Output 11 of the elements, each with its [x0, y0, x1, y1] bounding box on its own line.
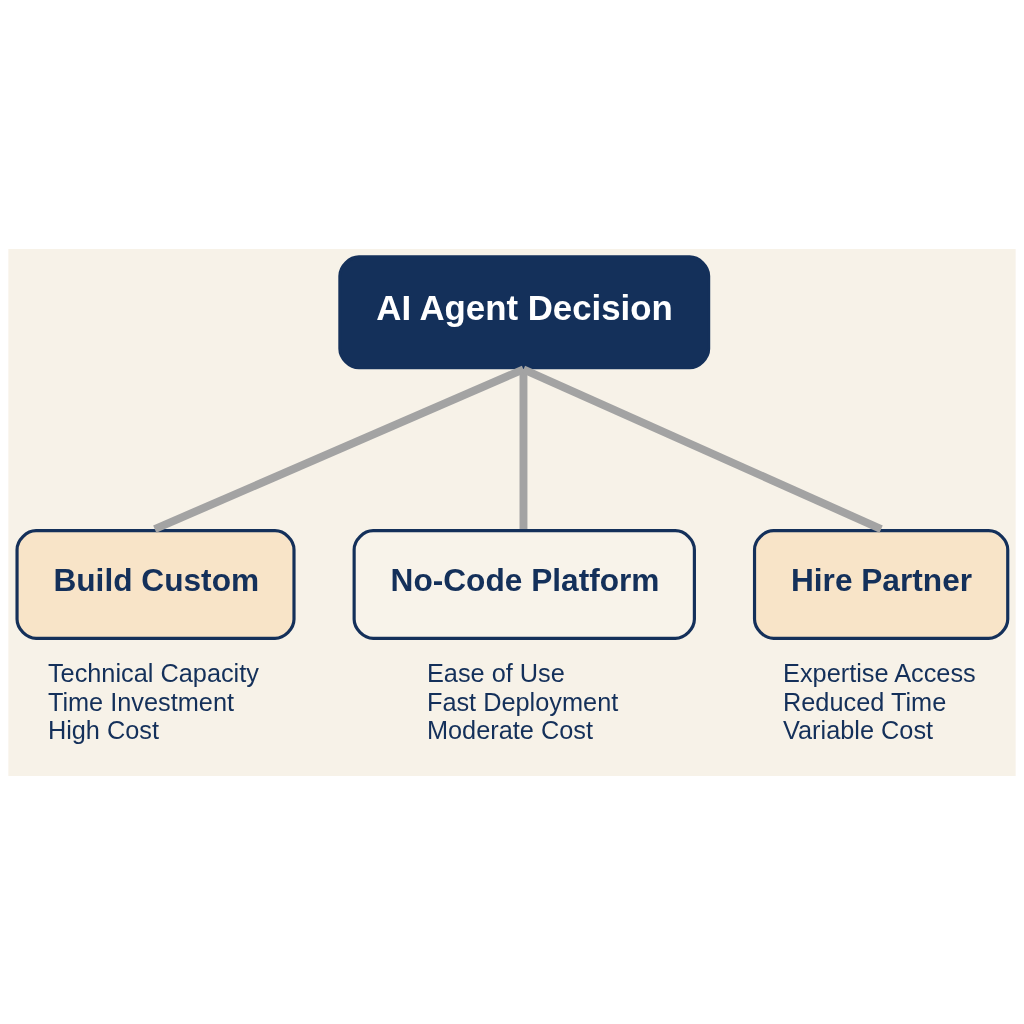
connector	[153, 365, 526, 533]
node-label: Technical Capacity	[47, 658, 259, 687]
connector	[521, 365, 883, 533]
node-label: Moderate Cost	[426, 715, 593, 744]
node-label: Time Investment	[47, 687, 235, 716]
node-label: Variable Cost	[783, 715, 934, 744]
node-label: Reduced Time	[783, 687, 947, 716]
node-label: High Cost	[47, 715, 160, 744]
node-label: Expertise Access	[783, 658, 976, 687]
node-label: Fast Deployment	[426, 687, 619, 716]
node-label: Ease of Use	[426, 658, 565, 687]
